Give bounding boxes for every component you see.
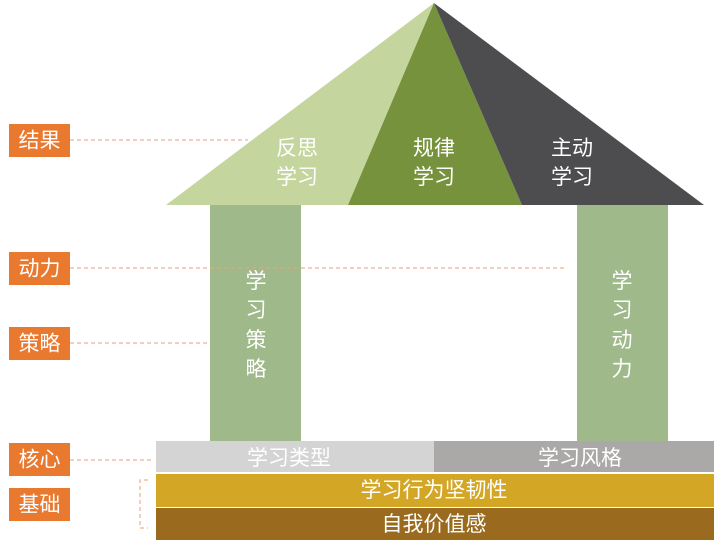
pillar-left-char-1: 学 [246, 269, 267, 293]
svg-text:核心: 核心 [19, 448, 61, 472]
foundation-lower-text: 自我价值感 [382, 512, 487, 536]
roof-right-line-1: 主动 [551, 136, 593, 160]
svg-text:基础: 基础 [19, 493, 61, 517]
core-right-block [434, 441, 714, 472]
side-label-foundation: 基础 [9, 488, 70, 521]
roof-middle-segment [348, 3, 522, 205]
roof-middle-line-1: 规律 [413, 136, 455, 160]
svg-text:策略: 策略 [19, 332, 61, 356]
foundation-upper-text: 学习行为坚韧性 [361, 478, 508, 502]
roof-left-line-2: 学习 [276, 165, 318, 189]
roof-left-segment [166, 3, 434, 205]
core-left-text: 学习类型 [247, 446, 331, 470]
pillar-left-char-2: 习 [246, 298, 267, 322]
roof-right-line-2: 学习 [551, 165, 593, 189]
side-label-core: 核心 [9, 443, 70, 476]
roof-middle-line-2: 学习 [413, 165, 455, 189]
foundation-bracket [139, 479, 148, 529]
svg-text:动力: 动力 [19, 257, 61, 281]
core-right-text: 学习风格 [538, 446, 622, 470]
pillar-left-char-4: 略 [246, 357, 267, 381]
pillar-left-char-3: 策 [246, 328, 267, 352]
pillar-right-char-1: 学 [612, 269, 633, 293]
side-label-result: 结果 [9, 124, 70, 157]
side-label-motivation: 动力 [9, 252, 70, 285]
pillar-right-char-2: 习 [612, 298, 633, 322]
core-left-block [156, 441, 434, 472]
foundation-upper-block [156, 474, 714, 507]
pillar-right-char-4: 力 [612, 357, 633, 381]
svg-text:结果: 结果 [19, 129, 61, 153]
foundation-lower-block [156, 508, 714, 540]
pillar-right [577, 205, 668, 441]
roof-left-line-1: 反思 [276, 136, 318, 160]
pillar-left [210, 205, 301, 441]
side-label-strategy: 策略 [9, 327, 70, 360]
roof-right-segment [434, 3, 704, 205]
pillar-right-char-3: 动 [612, 328, 633, 352]
